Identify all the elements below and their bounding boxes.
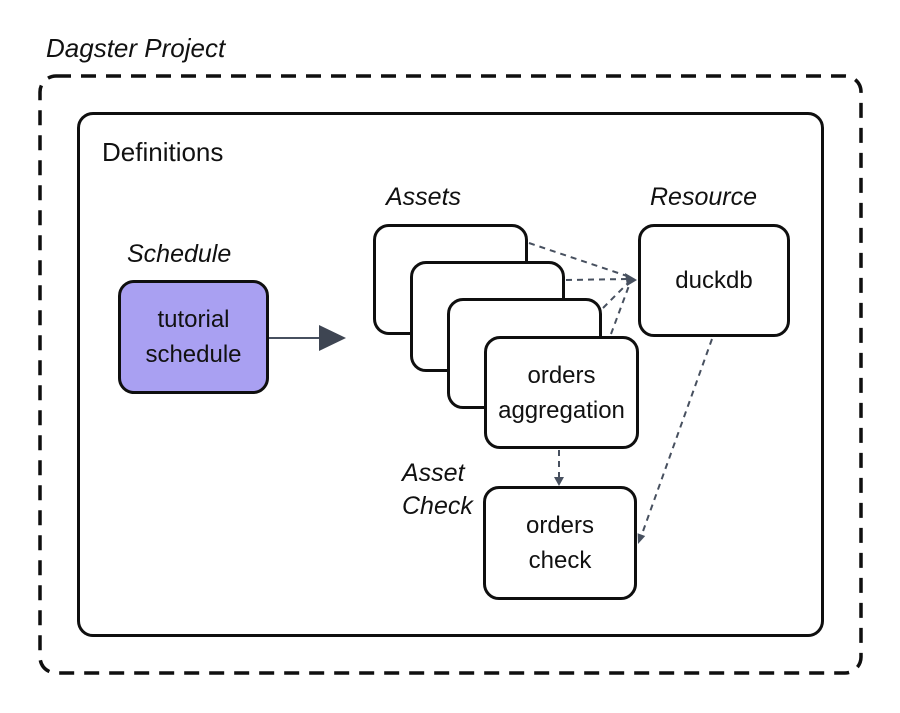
definitions-label: Definitions <box>102 137 224 167</box>
asset-check-node-text-line1: orders <box>525 512 595 539</box>
schedule-node-tutorial-schedule: tutorial schedule <box>118 280 269 394</box>
asset-node-text-line2: aggregation <box>498 396 625 424</box>
asset-check-node-text-line2: check <box>528 547 592 574</box>
resource-group-label: Resource <box>650 183 757 211</box>
asset-check-node-orders-check: orders check <box>483 486 637 600</box>
schedule-node-text-line2: schedule <box>145 341 242 368</box>
asset-check-label-line1: Asset <box>402 459 465 487</box>
assets-group-label: Assets <box>386 183 462 211</box>
diagram-title: Dagster Project <box>46 33 226 63</box>
asset-node-text-line1: orders <box>527 361 596 389</box>
asset-node-orders-aggregation: orders aggregation <box>484 336 639 449</box>
resource-node-text: duckdb <box>675 267 753 294</box>
resource-node-duckdb: duckdb <box>638 224 790 337</box>
schedule-node-text-line1: tutorial <box>157 306 230 333</box>
asset-check-group-label: Asset Check <box>402 457 473 523</box>
schedule-group-label: Schedule <box>127 240 232 268</box>
asset-check-label-line2: Check <box>402 492 473 520</box>
